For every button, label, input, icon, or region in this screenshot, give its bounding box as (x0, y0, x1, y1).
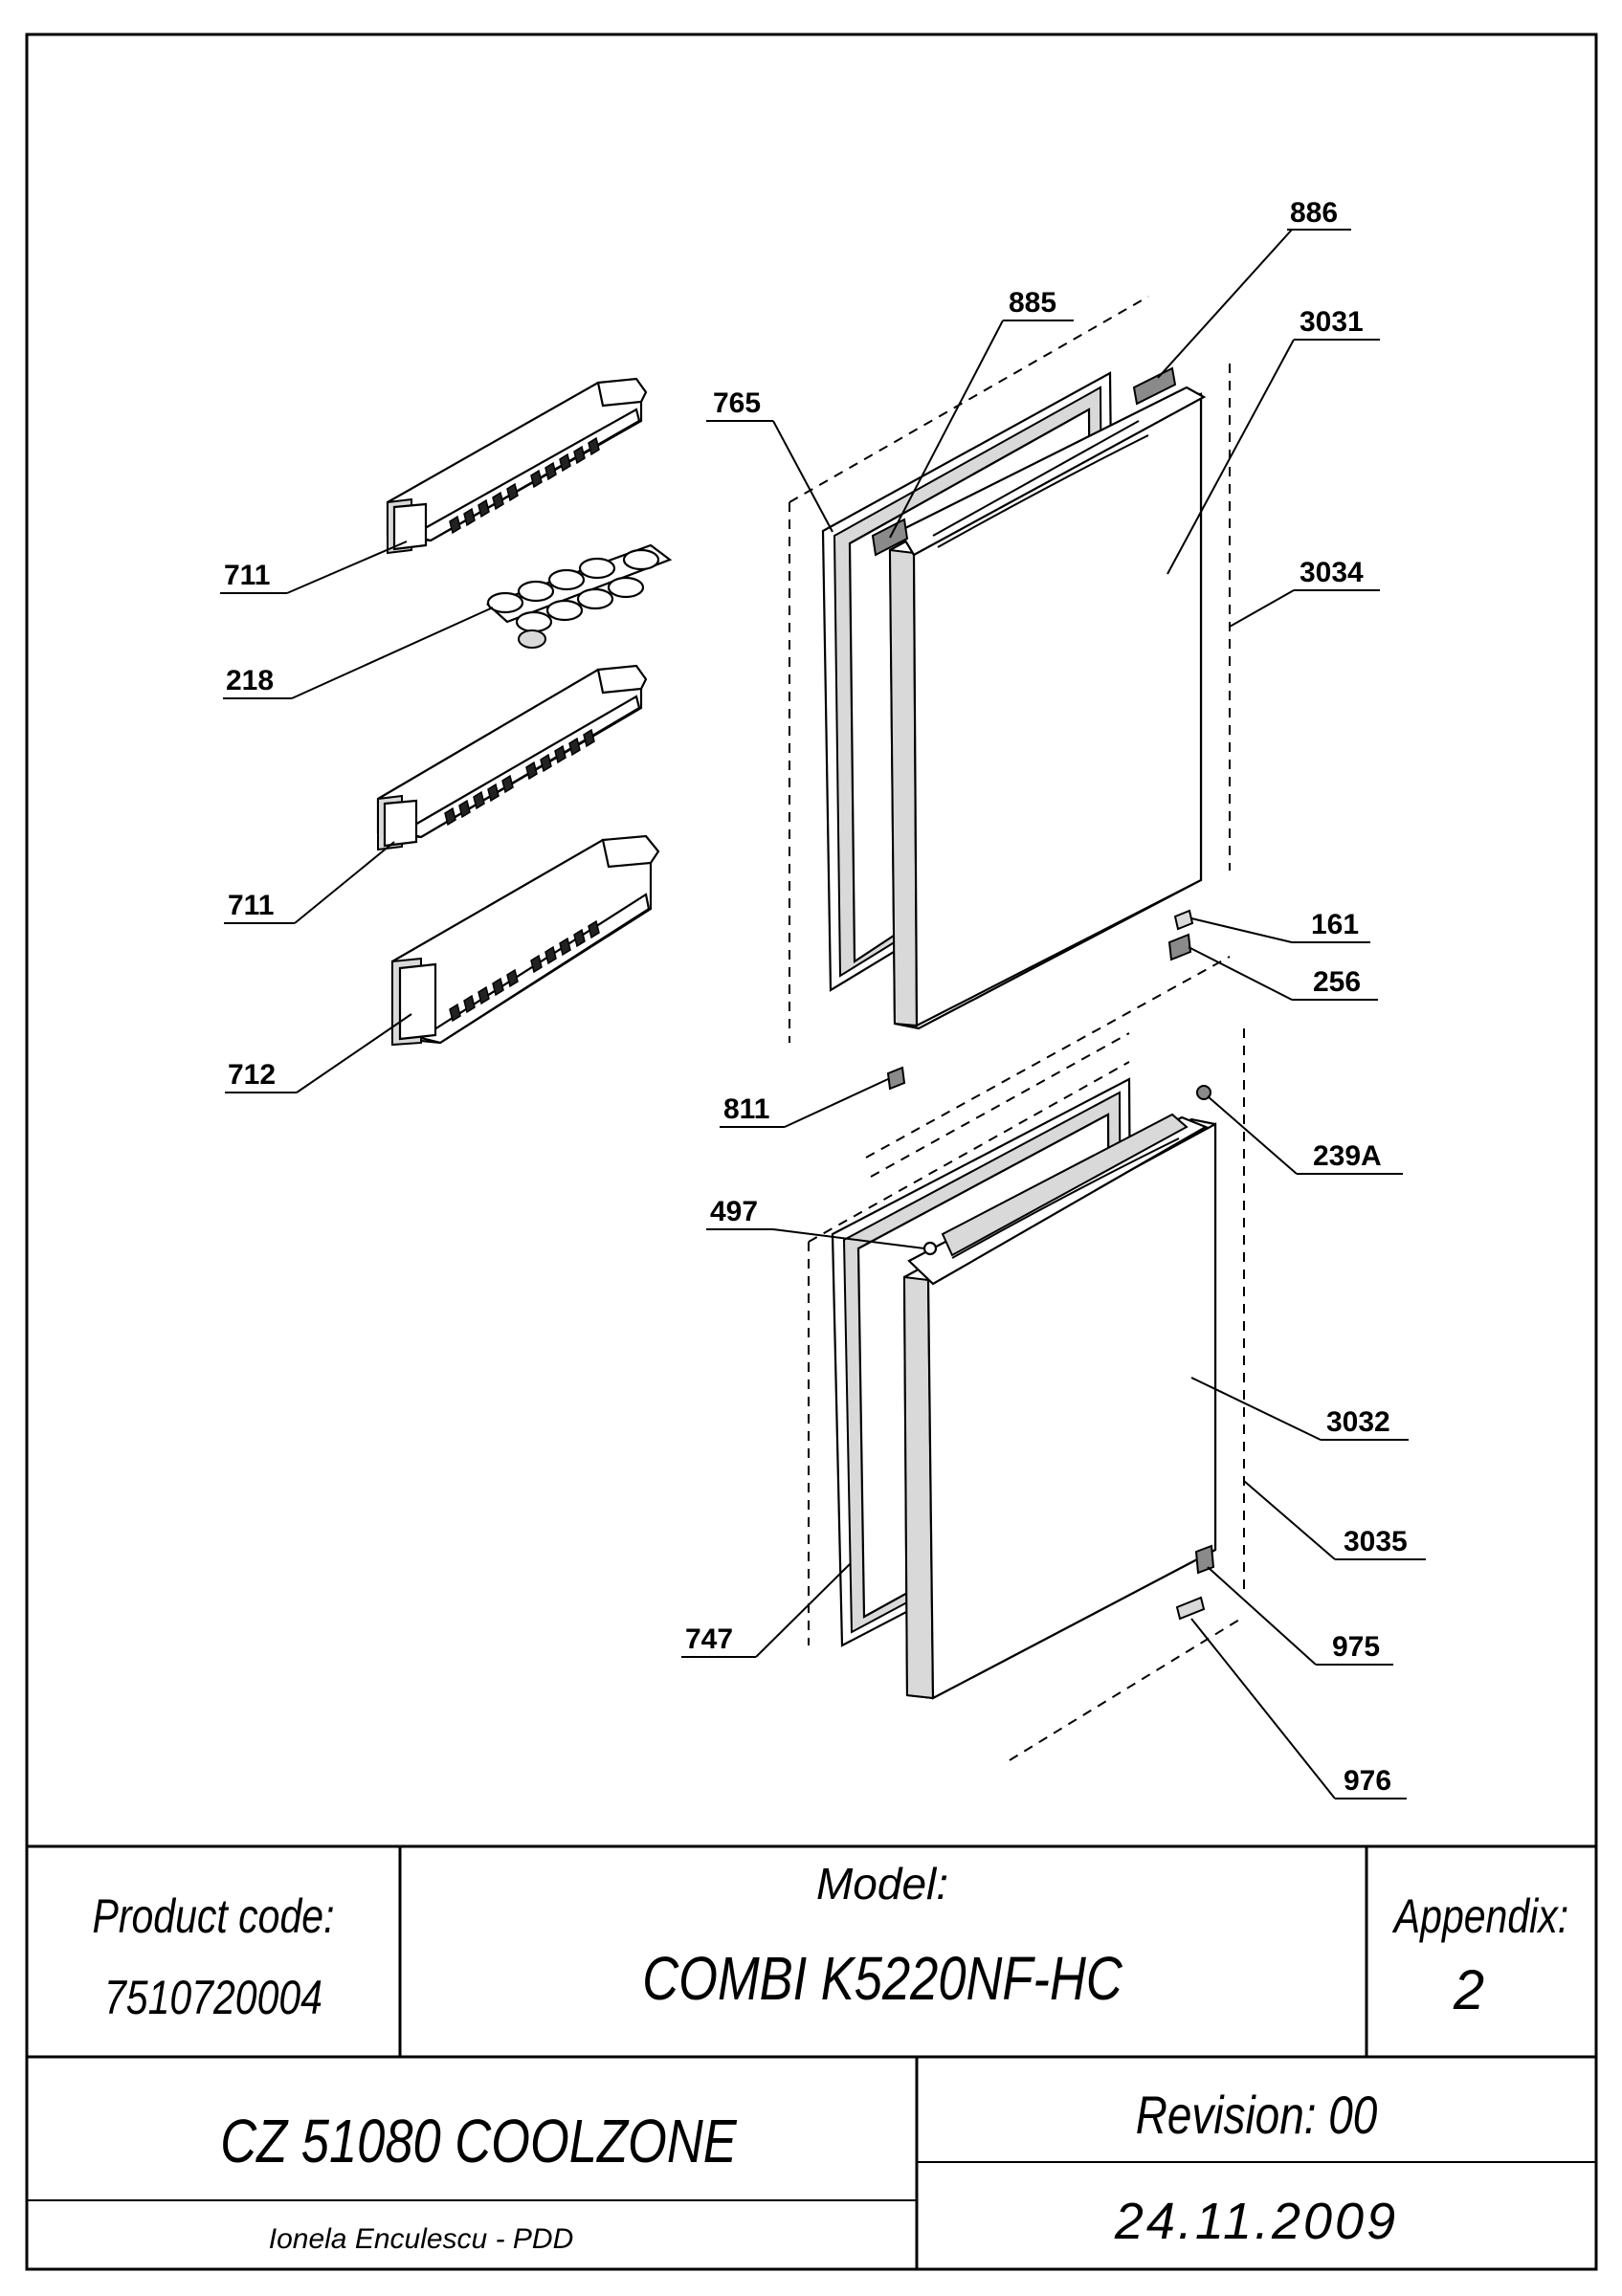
appendix-value: 2 (1453, 1959, 1484, 2021)
lower-dashed-guides (808, 1028, 1245, 1761)
door-bin-711-middle (376, 664, 648, 851)
callout-712: 712 (225, 1013, 412, 1093)
label-3032: 3032 (1326, 1406, 1390, 1438)
callout-811: 811 (720, 1078, 889, 1128)
label-239a: 239A (1313, 1140, 1382, 1172)
label-765: 765 (713, 387, 761, 419)
model-label: Model: (816, 1859, 948, 1909)
callout-711-top: 711 (220, 541, 408, 594)
series-name: CZ 51080 COOLZONE (220, 2108, 737, 2175)
callout-711-middle: 711 (224, 841, 395, 924)
label-3034: 3034 (1300, 557, 1364, 588)
label-497: 497 (710, 1196, 758, 1227)
egg-tray-218 (485, 543, 673, 649)
lower-door-3032 (902, 1113, 1217, 1700)
label-976: 976 (1344, 1765, 1391, 1797)
callout-497: 497 (706, 1196, 925, 1249)
revision-date: 24.11.2009 (1114, 2193, 1398, 2250)
callout-747: 747 (681, 1563, 851, 1658)
plug-497 (922, 1241, 938, 1256)
upper-dashed-guides (789, 296, 1231, 1159)
title-block: Product code: 7510720004 Model: COMBI K5… (27, 1844, 1596, 2269)
callout-161: 161 (1190, 909, 1370, 943)
model-value: COMBI K5220NF-HC (642, 1945, 1122, 2013)
callout-885: 885 (889, 287, 1074, 539)
bin-slots-top (449, 436, 600, 535)
callout-765: 765 (706, 387, 833, 533)
callout-239a: 239A (1207, 1095, 1403, 1175)
callout-3031: 3031 (1167, 306, 1380, 575)
product-code-label: Product code: (93, 1889, 335, 1943)
hinge-bushing-811 (886, 1066, 906, 1091)
hinge-part-256 (1167, 933, 1192, 961)
label-885: 885 (1009, 287, 1056, 319)
callout-975: 975 (1207, 1566, 1393, 1666)
label-218: 218 (226, 665, 274, 696)
label-161: 161 (1311, 909, 1359, 940)
hinge-pin-239a (1196, 1085, 1211, 1100)
label-711-top: 711 (224, 560, 270, 591)
hinge-975 (1194, 1544, 1215, 1575)
door-bin-711-top (386, 377, 648, 555)
callout-976: 976 (1190, 1618, 1407, 1799)
label-712: 712 (228, 1059, 276, 1091)
callout-3032: 3032 (1190, 1377, 1409, 1441)
bin-slots-large (449, 919, 600, 1023)
hinge-976 (1175, 1596, 1206, 1621)
callout-886: 886 (1157, 197, 1351, 379)
callout-256: 256 (1188, 946, 1378, 1001)
label-3035: 3035 (1344, 1526, 1408, 1557)
revision-text: Revision: 00 (1136, 2086, 1378, 2145)
callout-218: 218 (223, 607, 494, 699)
bin-slots-middle (444, 728, 595, 827)
label-811: 811 (723, 1093, 769, 1125)
label-711-middle: 711 (228, 890, 274, 921)
appendix-label: Appendix: (1391, 1889, 1568, 1943)
upper-door-3031 (888, 386, 1207, 1030)
callout-3034: 3034 (1229, 557, 1380, 628)
label-3031: 3031 (1300, 306, 1364, 338)
drawing-frame (25, 33, 1598, 2271)
author-name: Ionela Enculescu - PDD (269, 2223, 574, 2255)
label-256: 256 (1313, 966, 1361, 998)
label-747: 747 (685, 1623, 733, 1655)
product-code-value: 7510720004 (104, 1971, 322, 2024)
label-975: 975 (1332, 1631, 1380, 1663)
callout-3035: 3035 (1243, 1480, 1426, 1560)
hinge-part-161 (1173, 909, 1194, 931)
door-bin-712 (390, 834, 660, 1047)
label-886: 886 (1290, 197, 1338, 229)
